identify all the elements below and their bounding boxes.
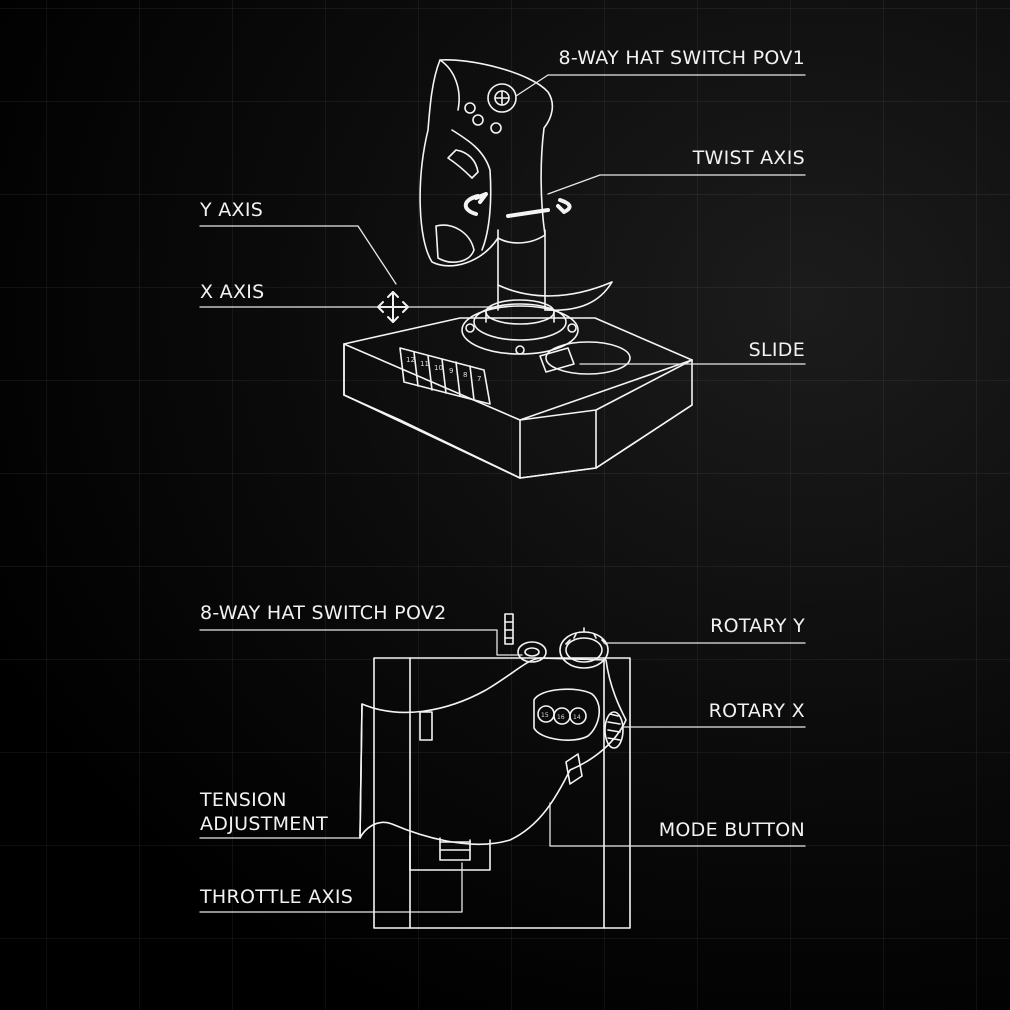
base-button-label: 8 [463,371,467,379]
base-button-label: 10 [434,364,443,372]
throttle-button-cluster: 15 16 14 [533,688,600,741]
label-tension-line2: ADJUSTMENT [200,813,329,835]
throttle-button-label: 15 [541,712,549,719]
base-button-row: 12 11 10 9 8 7 [399,347,491,405]
rotary-x-dial [604,711,624,749]
label-slide: SLIDE [748,339,805,361]
joystick-grip [419,59,554,267]
label-mode-button: MODE BUTTON [658,819,805,841]
label-hat-pov1: 8-WAY HAT SWITCH POV1 [558,47,805,69]
callout-lines-bottom [199,629,806,913]
throttle-button-label: 14 [573,714,581,721]
hat-switch-pov2 [504,613,547,663]
label-rotary-x: ROTARY X [708,700,805,722]
base-button-label: 12 [406,356,415,364]
throttle-frame [373,657,631,929]
label-hat-pov2: 8-WAY HAT SWITCH POV2 [200,602,447,624]
hat-switch-pov1 [464,83,517,134]
callout-hat-pov2 [199,629,523,656]
callout-throttle-axis [199,862,463,913]
label-y-axis: Y AXIS [200,199,264,221]
base-button-label: 11 [420,360,429,368]
gimbal-ring [461,299,579,355]
joystick-base [343,317,693,479]
twist-arrow-icon [463,192,572,218]
callout-mode-button [549,802,806,847]
label-x-axis: X AXIS [200,281,265,303]
callout-lines-top [199,74,806,365]
base-button-label: 7 [477,375,481,383]
label-twist-axis: TWIST AXIS [692,147,805,169]
throttle-button-label: 16 [557,714,565,721]
label-tension-line1: TENSION [200,789,287,811]
rotary-y-dial [559,627,609,669]
base-button-label: 9 [449,367,453,375]
joystick-shaft [497,229,613,312]
mode-button-shape [565,753,583,785]
throttle-body [359,657,627,871]
label-rotary-y: ROTARY Y [710,615,805,637]
label-throttle-axis: THROTTLE AXIS [200,886,354,908]
callout-y-axis [199,225,397,285]
callout-hat-pov1-leader [515,74,549,97]
slide-control [539,341,631,375]
callout-twist-axis [547,174,806,195]
